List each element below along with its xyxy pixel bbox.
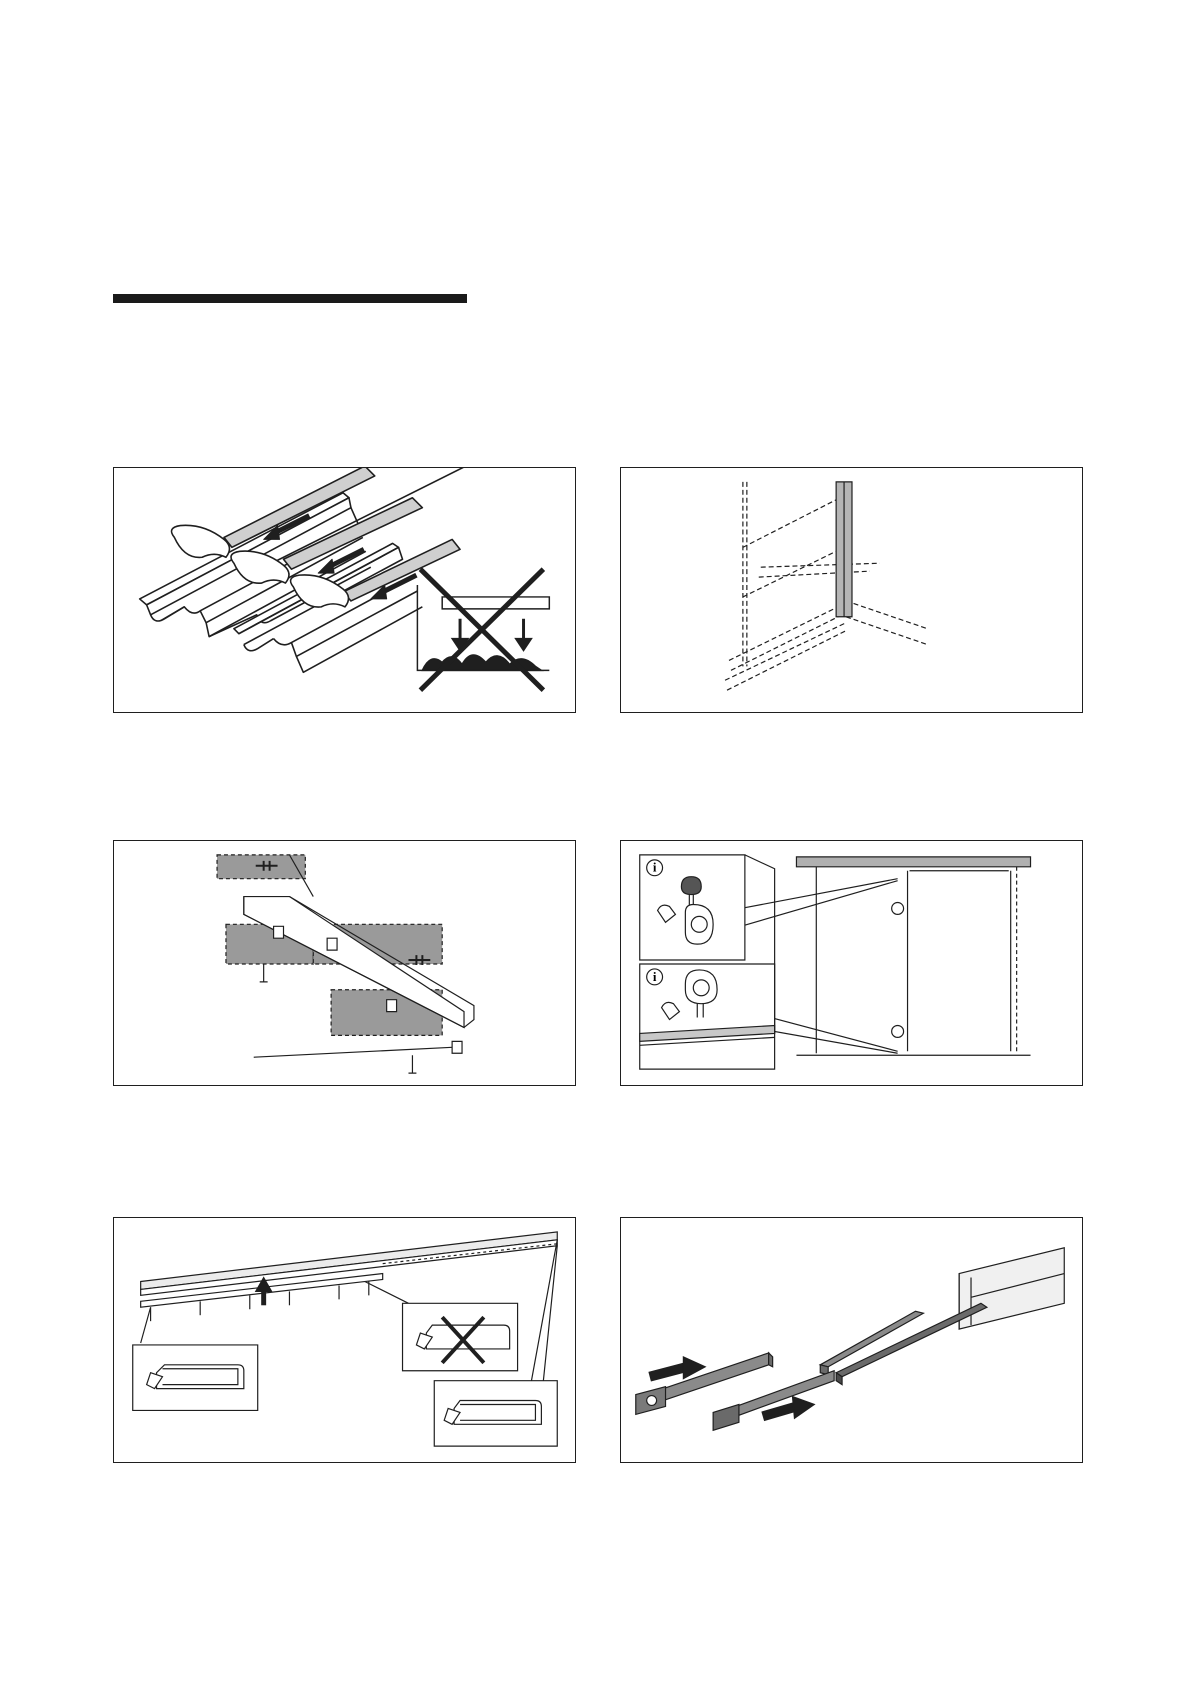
illustration-panel-mounting xyxy=(113,840,576,1086)
wall-alignment-drawing xyxy=(621,468,1082,712)
door-guide-drawing: i i xyxy=(621,841,1082,1085)
rail-cutting-drawing xyxy=(114,1218,575,1462)
hacksaw-icon xyxy=(444,1401,541,1425)
damper-insertion-drawing xyxy=(621,1218,1082,1462)
hacksaw-icon xyxy=(416,1325,509,1349)
tape-rail-drawing xyxy=(114,468,575,712)
info-glyph-lower: i xyxy=(653,970,657,984)
info-glyph: i xyxy=(653,861,657,875)
illustration-panel-tape xyxy=(113,467,576,713)
arrow-right-icon xyxy=(763,1406,797,1416)
cross-mark-icon xyxy=(417,569,549,690)
illustration-panel-cutting xyxy=(113,1217,576,1463)
arrow-right-icon xyxy=(650,1367,688,1377)
illustration-panel-damper xyxy=(620,1217,1083,1463)
illustration-panel-wall xyxy=(620,467,1083,713)
illustration-panel-door-guide: i i xyxy=(620,840,1083,1086)
hacksaw-icon xyxy=(147,1365,244,1389)
section-title-rule xyxy=(113,294,467,303)
rail-mounting-drawing xyxy=(114,841,575,1085)
